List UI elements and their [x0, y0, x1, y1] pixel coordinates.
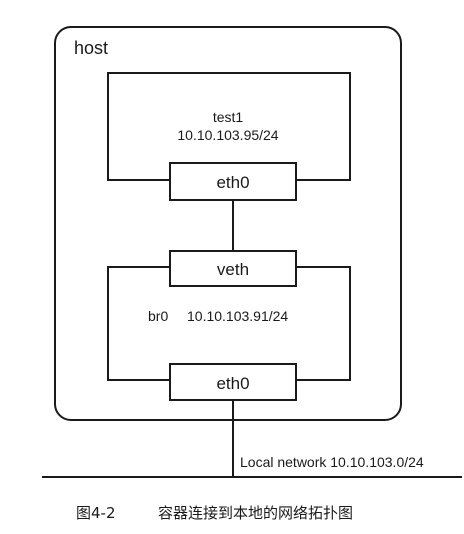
test1-ip: 10.10.103.95/24: [177, 127, 278, 143]
host-label: host: [74, 38, 108, 58]
veth-label: veth: [217, 260, 249, 279]
figure-caption: 容器连接到本地的网络拓扑图: [158, 504, 353, 522]
test1-eth0-box: [169, 162, 297, 201]
veth-box: [169, 250, 297, 287]
test1-eth0-label: eth0: [216, 173, 249, 192]
br0-container-left: [107, 266, 170, 381]
test1-container: [107, 72, 351, 181]
br0-eth0-label: eth0: [216, 374, 249, 393]
br0-name: br0: [148, 308, 168, 324]
local-network-label: Local network 10.10.103.0/24: [240, 454, 424, 470]
figure-number: 图4-2: [76, 504, 116, 522]
br0-container-right: [296, 266, 351, 381]
br0-ip: 10.10.103.91/24: [187, 308, 288, 324]
test1-name: test1: [213, 109, 244, 125]
host-container: [54, 26, 402, 421]
br0-eth0-box: [169, 363, 297, 401]
